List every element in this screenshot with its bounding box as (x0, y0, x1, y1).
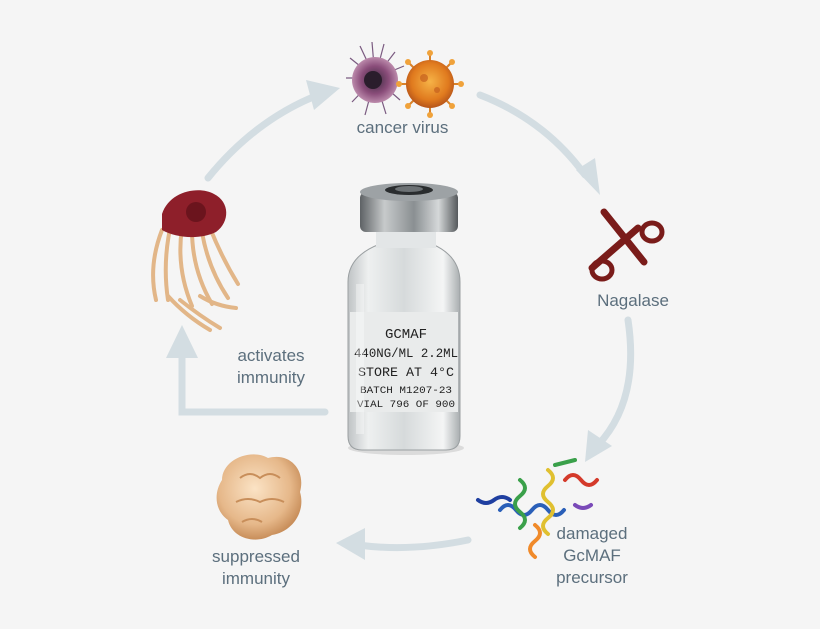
label-line: Nagalase (597, 291, 669, 310)
label-line: immunity (236, 368, 305, 387)
label-damaged-precursor: damaged GcMAF precursor (526, 523, 658, 589)
arrow-heads (166, 80, 612, 560)
label-line: damaged (556, 524, 628, 543)
arrow-activates-return (178, 346, 329, 416)
label-line: activates (237, 346, 305, 365)
label-activates-immunity: activates immunity (214, 345, 328, 389)
arrowhead-icon (576, 158, 600, 195)
label-line: suppressed (212, 547, 300, 566)
scissors-icon (588, 208, 665, 282)
label-cancer-virus: cancer virus (330, 117, 475, 139)
vial-label-line: BATCH M1207-23 (360, 386, 452, 397)
protein-structure-icon (476, 458, 599, 559)
arrow-precursor-to-suppressed (354, 536, 472, 552)
arrowhead-icon (336, 528, 365, 560)
label-line: precursor (556, 568, 628, 587)
label-line: immunity (221, 569, 290, 588)
vial-label-line: GCMAF (385, 327, 427, 343)
virus-icon (396, 50, 464, 118)
suppressed-macrophage-icon (216, 454, 302, 540)
arrow-virus-to-nagalase (476, 91, 589, 179)
gcmaf-vial-icon: GCMAF 440NG/ML 2.2ML STORE AT 4°C BATCH … (347, 183, 464, 455)
label-line: cancer virus (356, 118, 449, 137)
vial-label-line: VIAL 796 OF 900 (357, 400, 455, 411)
arrow-nagalase-to-precursor (594, 316, 635, 449)
label-line: GcMAF (563, 546, 621, 565)
arrow-activates-to-virus (204, 91, 322, 182)
vial-label-line: STORE AT 4°C (358, 365, 454, 380)
label-suppressed-immunity: suppressed immunity (194, 546, 318, 590)
arrowhead-icon (166, 325, 198, 358)
arrowhead-icon (585, 430, 612, 462)
cycle-arrows (178, 91, 635, 552)
cancer-cell-icon (346, 41, 405, 116)
arrowhead-icon (306, 80, 340, 110)
active-macrophage-icon (151, 190, 240, 332)
vial-label-line: 440NG/ML 2.2ML (354, 346, 458, 361)
label-nagalase: Nagalase (573, 290, 693, 312)
